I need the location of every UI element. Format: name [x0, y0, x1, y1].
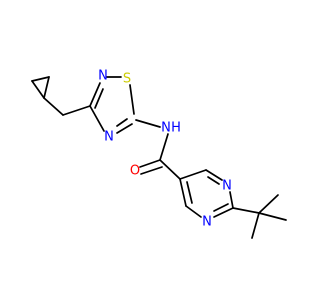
bond-cp-2	[43, 76, 50, 99]
bond-carbonyl-o-double	[140, 166, 163, 175]
bond-pyr-c6-c5	[179, 178, 187, 207]
atom-o: O	[130, 164, 140, 179]
bond-pyr-c4-n3	[205, 169, 223, 181]
atom-n-pyrimidine-top: N	[222, 179, 232, 194]
bond-carbonyl-o	[139, 159, 161, 168]
atom-n-ring-bottom: N	[104, 130, 114, 145]
bond-c3-n2	[89, 82, 101, 107]
atom-n-ring-top: N	[98, 69, 108, 84]
bond-tbu-me2	[258, 194, 279, 214]
bond-nh-carbonyl	[159, 133, 169, 161]
bond-cp-ch2	[43, 97, 64, 116]
bond-c5-nh	[135, 119, 161, 128]
bond-cp-3	[31, 80, 45, 99]
bond-pyr-c5-c4	[179, 169, 207, 180]
bond-n4-c3	[89, 105, 105, 132]
atom-n-pyrimidine-bottom: N	[202, 215, 212, 230]
bond-tbu-me3	[258, 212, 287, 221]
molecule-structure: N S N N H O N N	[31, 69, 287, 239]
molecule-canvas: N S N N H O N N	[31, 69, 287, 239]
bond-pyr-c6-c5-double	[186, 181, 193, 204]
bond-carbonyl-c5pyr	[159, 159, 181, 180]
bond-pyr-n3-c2	[229, 191, 234, 209]
atom-nh: N	[161, 121, 171, 136]
atom-labels: N S N N H O N N	[98, 69, 232, 230]
bond-pyr-c4-n3-double	[207, 176, 220, 185]
bond-tbu-me1	[251, 212, 260, 239]
bond-c3-n2-double	[94, 88, 104, 109]
atom-s-ring: S	[123, 72, 131, 87]
bond-c5-n4	[116, 123, 133, 134]
bond-c2-tbu	[232, 207, 260, 214]
bonds	[31, 76, 287, 239]
bond-c5-n4-double	[116, 118, 128, 127]
bond-pyr-c2-n1-double	[213, 203, 229, 212]
bond-pyr-c2-n1	[213, 207, 234, 218]
bond-s1-c5	[129, 84, 135, 115]
bond-pyr-n1-c6	[185, 205, 202, 218]
bond-cp-1	[31, 76, 50, 82]
atom-h: H	[171, 121, 181, 136]
bond-ch2-c3	[62, 105, 91, 116]
